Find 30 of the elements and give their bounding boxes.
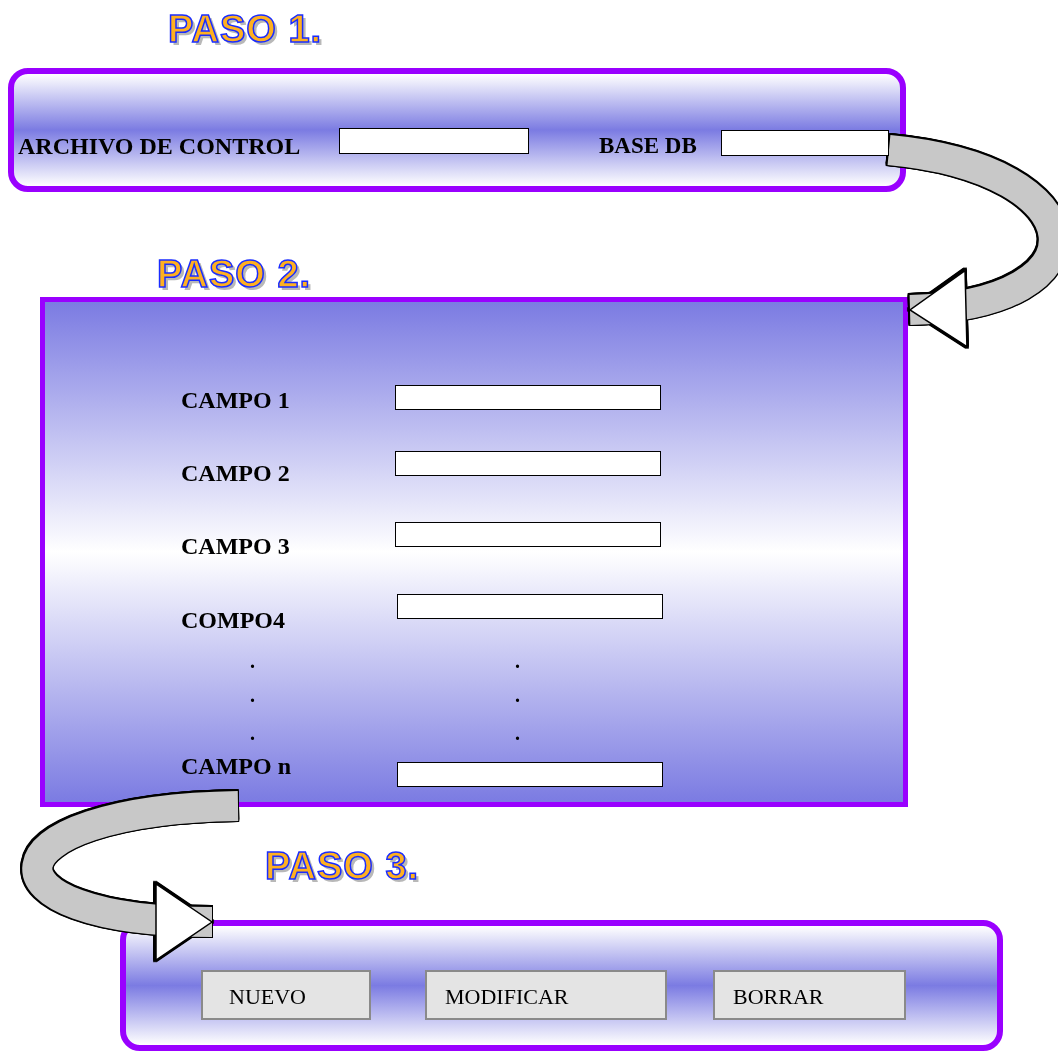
input-field (395, 385, 661, 410)
ellipsis-dot: . (250, 723, 255, 743)
ellipsis-dot: . (515, 651, 520, 671)
step-heading: PASO 2. (157, 253, 312, 296)
field-label: BASE DB (599, 134, 697, 157)
field-label: COMPO4 (181, 608, 285, 632)
ellipsis-dot: . (250, 651, 255, 671)
input-field (339, 128, 529, 154)
input-field (721, 130, 889, 156)
step-heading: PASO 1. (168, 8, 323, 51)
input-field (395, 451, 661, 476)
curved-arrow (22, 791, 239, 959)
field-label: ARCHIVO DE CONTROL (18, 134, 301, 158)
form-panel (8, 68, 906, 192)
button: NUEVO (201, 970, 371, 1020)
ellipsis-dot: . (515, 685, 520, 705)
button: BORRAR (713, 970, 906, 1020)
field-label: CAMPO 3 (181, 534, 290, 558)
button: MODIFICAR (425, 970, 667, 1020)
step-heading: PASO 3. (265, 845, 420, 888)
field-label: CAMPO n (181, 754, 291, 778)
ellipsis-dot: . (250, 685, 255, 705)
form-panel (40, 297, 908, 807)
field-label: CAMPO 2 (181, 461, 290, 485)
field-label: CAMPO 1 (181, 388, 290, 412)
input-field (397, 762, 663, 787)
input-field (395, 522, 661, 547)
input-field (397, 594, 663, 619)
form-panel (120, 920, 1003, 1051)
ellipsis-dot: . (515, 723, 520, 743)
